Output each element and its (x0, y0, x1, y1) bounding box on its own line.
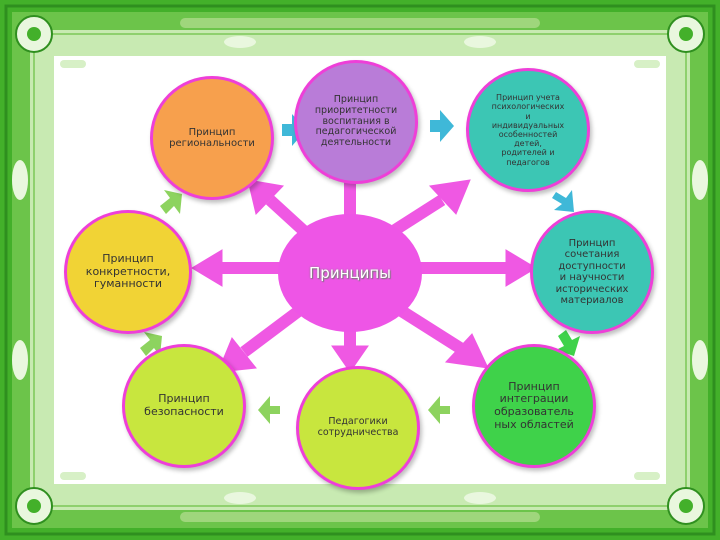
node-label: Принцип приоритетности воспитания в педа… (314, 93, 398, 149)
node-regional: Принцип региональности (150, 76, 274, 200)
node-label: Педагогики сотрудничества (317, 416, 399, 438)
node-label: Принцип конкретности, гуманности (85, 252, 171, 291)
node-cooperation: Педагогики сотрудничества (296, 366, 420, 490)
node-label: Принцип безопасности (144, 392, 224, 418)
node-concrete: Принцип конкретности, гуманности (64, 210, 192, 334)
node-priority: Принцип приоритетности воспитания в педа… (294, 60, 418, 184)
node-accessibility: Принцип сочетания доступности и научност… (530, 210, 654, 334)
node-label: Принцип сочетания доступности и научност… (555, 237, 629, 307)
node-label: Принцип региональности (169, 126, 255, 150)
node-psych: Принцип учета психологических и индивиду… (466, 68, 590, 192)
center-hub: Принципы (278, 214, 422, 332)
node-label: Принцип учета психологических и индивиду… (491, 93, 565, 167)
center-label: Принципы (309, 264, 391, 282)
node-label: Принцип интеграции образователь ных обла… (494, 379, 574, 431)
node-integration: Принцип интеграции образователь ных обла… (472, 344, 596, 468)
node-safety: Принцип безопасности (122, 344, 246, 468)
